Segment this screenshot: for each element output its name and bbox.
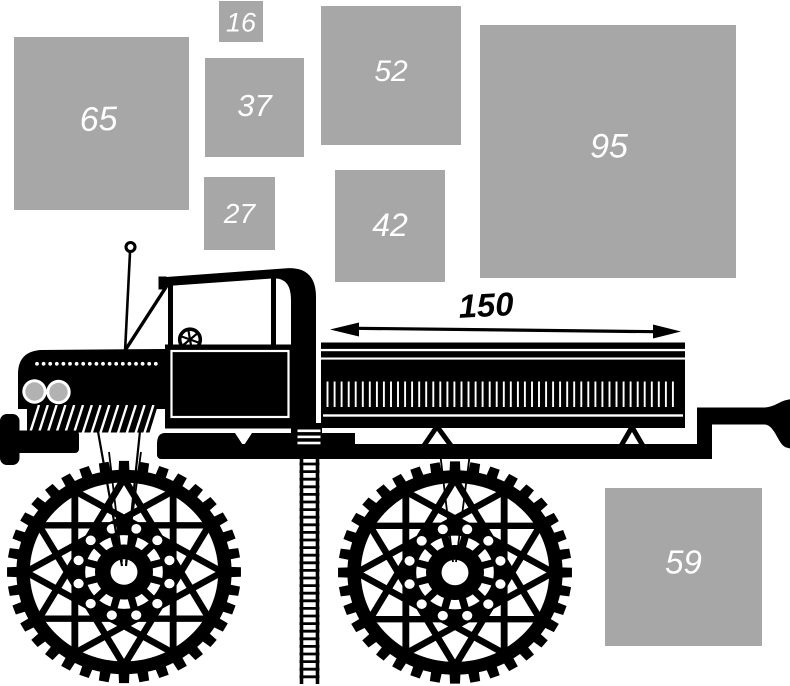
- svg-text:16: 16: [226, 8, 257, 38]
- svg-text:52: 52: [374, 55, 408, 88]
- svg-text:42: 42: [372, 207, 408, 243]
- svg-text:37: 37: [237, 88, 273, 123]
- svg-text:27: 27: [223, 198, 257, 229]
- svg-text:59: 59: [665, 544, 702, 581]
- svg-text:150: 150: [458, 285, 516, 325]
- svg-text:65: 65: [79, 100, 118, 139]
- svg-text:95: 95: [590, 128, 628, 166]
